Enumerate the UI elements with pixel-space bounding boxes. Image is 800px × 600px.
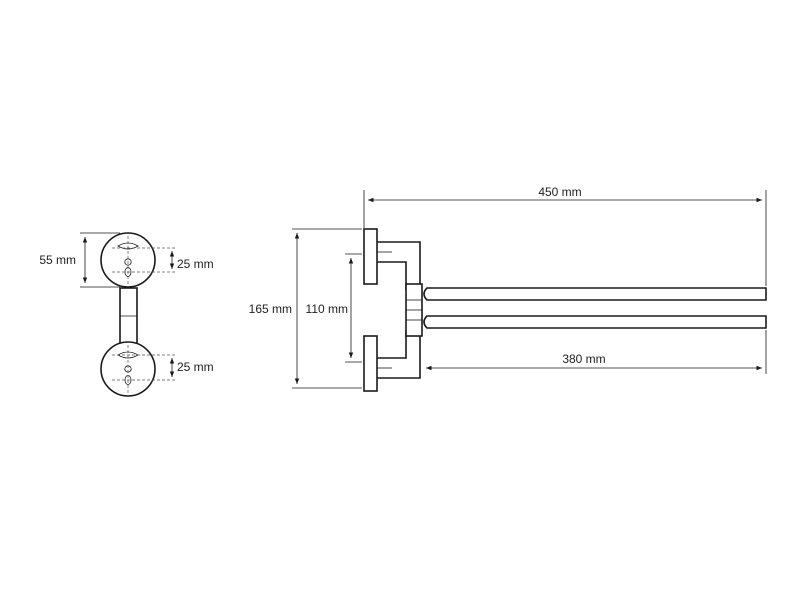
upper-wall-plate (363, 228, 378, 285)
rosette-diameter-dimension: 55 mm (39, 232, 120, 288)
overall-height-label: 165 mm (249, 302, 292, 316)
upper-towel-arm (423, 287, 767, 301)
side-view: 450 mm 165 mm 110 mm 380 mm (249, 185, 767, 392)
upper-rosette (100, 232, 176, 288)
overall-length-label: 450 mm (538, 185, 581, 199)
lower-wall-plate (363, 335, 378, 392)
upper-hole-spacing-dimension: 25 mm (169, 251, 214, 271)
lower-rosette (100, 341, 176, 397)
upper-bracket (377, 241, 421, 290)
arm-length-dimension: 380 mm (426, 330, 767, 374)
front-view: 55 mm 25 mm 25 mm (39, 232, 214, 397)
mount-spacing-label: 110 mm (306, 302, 348, 316)
arm-length-label: 380 mm (562, 352, 605, 366)
mount-spacing-dimension: 110 mm (306, 253, 362, 363)
rosette-diameter-label: 55 mm (39, 253, 76, 267)
upper-hole-spacing-label: 25 mm (177, 257, 214, 271)
lower-hole-spacing-dimension: 25 mm (169, 358, 214, 377)
overall-height-dimension: 165 mm (249, 228, 362, 389)
lower-towel-arm (423, 315, 767, 329)
pivot-block (405, 283, 423, 337)
lower-bracket (377, 330, 421, 379)
lower-hole-spacing-label: 25 mm (177, 360, 214, 374)
overall-length-dimension: 450 mm (363, 185, 767, 286)
